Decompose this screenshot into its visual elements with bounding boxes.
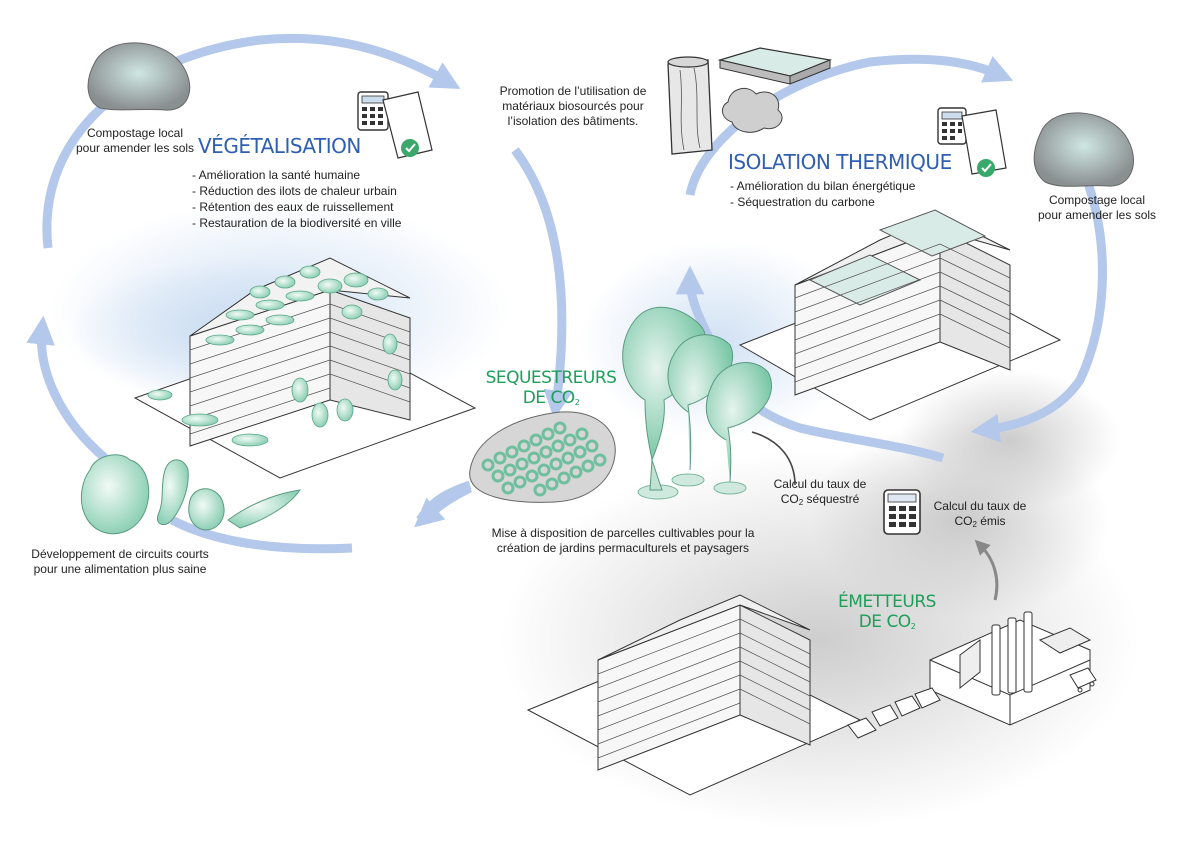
garden-parcel xyxy=(469,411,616,503)
calc-sequestre-label: Calcul du taux de CO2 séquestré xyxy=(773,477,867,507)
tree-icon xyxy=(622,306,773,500)
parcelles-label: Mise à disposition de parcelles cultivab… xyxy=(491,526,755,555)
carbon-certificate-icon xyxy=(961,109,1007,177)
stone-icon xyxy=(1033,112,1134,187)
emetteurs-title: ÉMETTEURS DE CO2 xyxy=(838,592,936,632)
vegetable-icon xyxy=(80,454,302,535)
calc-emis-pointer xyxy=(974,539,999,601)
truck-icon xyxy=(1069,667,1097,693)
benefit-item: - Amélioration du bilan énergétique xyxy=(730,179,916,193)
benefit-item: - Réduction des ilots de chaleur urbain xyxy=(192,184,397,198)
isolation-benefits: - Amélioration du bilan énergétique - Sé… xyxy=(730,178,915,210)
vegetalisation-title: VÉGÉTALISATION xyxy=(198,134,361,158)
calc-seq-pointer xyxy=(751,431,796,486)
emitting-building xyxy=(526,594,862,796)
benefit-item: - Restauration de la biodiversité en vil… xyxy=(192,216,402,230)
benefit-item: - Amélioration la santé humaine xyxy=(192,168,361,182)
green-roof-building xyxy=(133,257,477,479)
calculator-icon xyxy=(883,489,921,535)
parked-cars xyxy=(847,687,941,739)
insulated-building xyxy=(738,209,1062,421)
stone-icon xyxy=(87,42,191,111)
calculator-icon xyxy=(937,107,967,145)
vegetalisation-benefits: - Amélioration la santé humaine - Réduct… xyxy=(192,167,401,231)
benefit-item: - Rétention des eaux de ruissellement xyxy=(192,200,394,214)
sequestreurs-title: SEQUESTREURS DE CO2 xyxy=(485,368,617,408)
isolation-title: ISOLATION THERMIQUE xyxy=(728,150,952,174)
calc-emis-label: Calcul du taux de CO2 émis xyxy=(933,499,1027,529)
carbon-certificate-icon xyxy=(382,91,433,159)
wood-log-icon xyxy=(667,56,713,155)
wool-icon xyxy=(722,87,783,133)
calculator-icon xyxy=(357,91,389,131)
factory-icon xyxy=(929,611,1092,726)
benefit-item: - Séquestration du carbone xyxy=(730,195,875,209)
emission-cloud-3 xyxy=(900,370,1120,510)
insulation-panel-icon xyxy=(717,47,833,85)
cycle-arrow-icon xyxy=(26,33,1107,554)
